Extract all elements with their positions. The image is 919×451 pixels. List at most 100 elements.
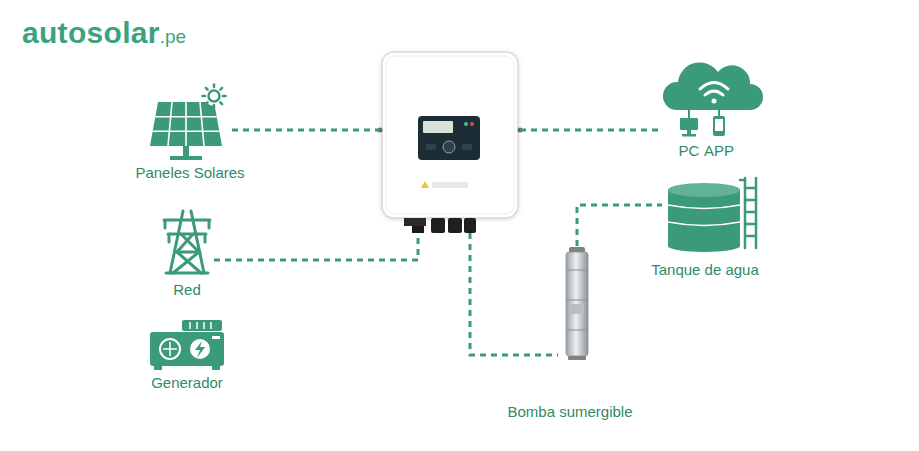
node-label: APP bbox=[704, 142, 734, 160]
submersible-pump-illustration bbox=[566, 247, 588, 360]
water-tank-icon-part-part bbox=[740, 179, 745, 182]
inverter-illustration-part bbox=[464, 218, 476, 233]
solar-panel-icon bbox=[150, 85, 226, 161]
brand-logo: autosolar.pe bbox=[22, 16, 186, 50]
inverter-illustration-part bbox=[423, 121, 453, 133]
generator-icon bbox=[150, 320, 224, 370]
solar-panel-icon-part bbox=[183, 146, 189, 156]
inverter-illustration-part bbox=[462, 144, 472, 150]
solar-panel-icon-part-part bbox=[168, 102, 172, 146]
cloud-icon-part bbox=[682, 134, 696, 137]
water-tank-icon-part-part bbox=[668, 222, 740, 226]
solar-panel-node: Paneles Solares bbox=[146, 86, 232, 162]
submersible-pump-illustration-part bbox=[568, 356, 586, 360]
submersible-pump-illustration-part-part bbox=[566, 330, 588, 331]
power-tower-icon-part bbox=[176, 251, 200, 254]
water-tank-icon-part-part bbox=[745, 199, 756, 202]
power-tower-icon-part bbox=[164, 219, 210, 222]
power-tower-icon-part bbox=[204, 235, 207, 242]
generator-node: Generador bbox=[148, 318, 226, 370]
inverter-illustration bbox=[378, 52, 523, 233]
node-label: Tanque de agua bbox=[651, 261, 759, 279]
generator-icon-part bbox=[195, 341, 205, 358]
node-label: Red bbox=[173, 281, 201, 299]
solar-panel-icon-part bbox=[204, 86, 224, 106]
submersible-pump-illustration-part-part bbox=[566, 270, 588, 271]
dashed-connector bbox=[232, 129, 380, 132]
inverter-illustration-part bbox=[464, 122, 468, 126]
grid-tower-node: Red bbox=[160, 208, 214, 276]
solar-panel-icon-part bbox=[153, 102, 220, 146]
power-tower-icon-part bbox=[166, 272, 208, 275]
inverter-node bbox=[380, 52, 520, 233]
water-tank-icon-part bbox=[740, 178, 756, 248]
generator-icon-part bbox=[212, 336, 220, 339]
node-label: Paneles Solares bbox=[135, 164, 244, 182]
solar-panel-icon-part bbox=[170, 156, 202, 160]
power-tower-icon bbox=[164, 211, 210, 273]
inverter-illustration-part bbox=[432, 182, 468, 188]
inverter-illustration-part bbox=[443, 141, 455, 153]
water-tank-icon-part-part bbox=[745, 223, 756, 226]
generator-icon-part-part bbox=[196, 322, 198, 329]
solar-panel-icon-part-part bbox=[200, 102, 204, 146]
generator-icon-part bbox=[190, 322, 211, 329]
inverter-illustration-part bbox=[412, 226, 424, 233]
submersible-pump-illustration-part-part bbox=[566, 300, 588, 301]
cloud-icon bbox=[663, 62, 763, 136]
solar-panel-icon-part-part bbox=[220, 88, 222, 90]
submersible-pump-illustration-part bbox=[566, 270, 588, 330]
cloud-icon-part bbox=[700, 83, 728, 96]
power-tower-icon-part bbox=[168, 233, 206, 236]
inverter-illustration-part bbox=[470, 122, 474, 126]
water-tank-icon bbox=[668, 178, 756, 252]
solar-panel-icon-part-part bbox=[203, 95, 206, 98]
water-tank-icon-part bbox=[668, 190, 740, 246]
water-tank-icon-part bbox=[668, 183, 740, 197]
generator-icon-part bbox=[190, 339, 210, 359]
submersible-pump-illustration-part bbox=[570, 304, 584, 314]
node-label: Generador bbox=[151, 374, 223, 392]
solar-panel-icon-part-part bbox=[213, 105, 216, 108]
solar-panel-icon-part bbox=[203, 85, 226, 108]
cloud-icon-part-part bbox=[705, 91, 723, 95]
solar-panel-icon-part-part bbox=[206, 88, 208, 90]
dashed-connector bbox=[520, 129, 660, 132]
solar-panel-icon-part-part bbox=[220, 102, 222, 104]
inverter-illustration-part bbox=[421, 181, 429, 188]
power-tower-icon-part bbox=[164, 221, 167, 228]
cloud-icon-part bbox=[713, 116, 725, 136]
solar-panel-icon-part-part bbox=[223, 95, 226, 98]
generator-icon-part-part bbox=[169, 342, 171, 356]
generator-icon-part bbox=[212, 366, 220, 370]
water-tank-icon-part bbox=[668, 205, 740, 226]
generator-icon-part bbox=[182, 320, 222, 331]
inverter-illustration-part bbox=[382, 52, 518, 218]
cloud-icon-part bbox=[712, 99, 717, 104]
cloud-icon-part bbox=[687, 130, 691, 134]
submersible-pump-illustration-part bbox=[566, 252, 588, 356]
solar-panel-icon-part-part bbox=[153, 131, 220, 133]
water-tank-icon-part-part bbox=[745, 235, 756, 238]
brand-name: autosolar bbox=[22, 16, 160, 49]
power-tower-icon-part bbox=[208, 221, 211, 228]
water-tank-icon-part-part bbox=[745, 211, 756, 214]
cloud-icon-part-part bbox=[688, 110, 690, 118]
power-tower-icon-part bbox=[173, 252, 199, 273]
node-label: PC bbox=[679, 142, 700, 160]
water-tank-icon-part-part bbox=[668, 205, 740, 209]
inverter-illustration-part bbox=[431, 218, 445, 233]
water-tank-node: Tanque de agua bbox=[662, 176, 760, 254]
dashed-connector bbox=[577, 205, 662, 246]
node-label: Bomba sumergible bbox=[507, 403, 632, 421]
solar-panel-icon-part-part bbox=[206, 102, 208, 104]
dashed-connector bbox=[214, 233, 418, 260]
generator-icon-part bbox=[160, 339, 180, 359]
inverter-illustration-part bbox=[448, 218, 462, 233]
solar-panel-icon-part-part bbox=[155, 116, 216, 118]
generator-icon-part bbox=[163, 342, 177, 356]
pump-node: Bomba sumergible bbox=[558, 246, 596, 362]
